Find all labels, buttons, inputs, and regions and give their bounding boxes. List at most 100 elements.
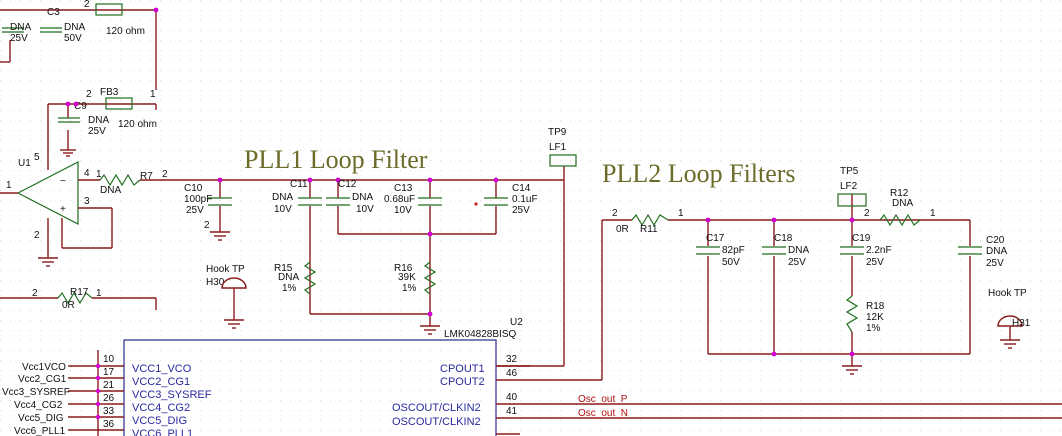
tp9-ref: TP9 (548, 127, 567, 138)
r11-pin1: 1 (678, 208, 684, 219)
c10-value: 100pF (184, 194, 212, 205)
r7-ref: R7 (140, 171, 153, 182)
u2-left-num: 21 (103, 380, 115, 391)
fb1-value: 120 ohm (106, 26, 145, 37)
r17-value: 0R (62, 300, 75, 311)
c14-volt: 25V (512, 205, 530, 216)
c14-marker (474, 202, 478, 206)
u2-left-net: Vcc6_PLL1 (14, 426, 66, 436)
r11-ref: R11 (640, 224, 658, 235)
u2-left-num: 36 (103, 419, 115, 430)
c9-v1: DNA (88, 115, 109, 126)
fb3-body (105, 97, 133, 110)
r18-value: 12K (866, 312, 884, 323)
u2-right-num: 40 (506, 392, 518, 403)
u1-pin2: 2 (34, 230, 40, 241)
h31-ref: H31 (1012, 318, 1031, 329)
c3-capacitor (2, 27, 62, 33)
junction-c19 (849, 217, 855, 223)
u2-right-num: 46 (506, 368, 518, 379)
r16-ground (420, 325, 440, 335)
r12-value: DNA (892, 198, 913, 209)
u2-left-pin-row: Vcc6_PLL1 36 VCC6_PLL1 (14, 419, 193, 436)
junction-c11 (307, 177, 313, 183)
tp9-label: LF1 (549, 142, 567, 153)
c18-volt: 25V (788, 257, 806, 268)
junction-u2-b (95, 375, 101, 381)
r18-body (845, 295, 859, 333)
u2-right-name: CPOUT2 (440, 376, 485, 388)
u2-right-pin-row: OSCOUT/CLKIN2 40 Osc_out_P (392, 392, 1062, 414)
r16-value: 39K (398, 272, 416, 283)
r12-pin2: 2 (864, 208, 870, 219)
junction-gnd (427, 311, 433, 317)
r17-body (57, 291, 93, 305)
fb3-pin2: 2 (86, 89, 92, 100)
r15-ref: R15 (274, 263, 293, 274)
u2-left-pins: Vcc1VCO 10 VCC1_VCO Vcc2_CG1 17 VCC2_CG1… (2, 350, 212, 436)
c13-volt: 10V (394, 205, 412, 216)
junction-u2-a (95, 363, 101, 369)
h30-ref: H30 (206, 277, 225, 288)
c19-ref: C19 (852, 233, 871, 244)
u2-left-name: VCC2_CG1 (132, 376, 190, 388)
fb3-value: 120 ohm (118, 119, 157, 130)
r11-value: 0R (616, 224, 629, 235)
junction-c12 (335, 177, 341, 183)
r15-tol: 1% (282, 283, 297, 294)
tp5-ref: TP5 (840, 166, 859, 177)
r7-value: DNA (100, 185, 121, 196)
u2-left-name: VCC5_DIG (132, 415, 187, 427)
c13-ref: C13 (394, 183, 413, 194)
r12-ref: R12 (890, 188, 909, 199)
r16-ref: R16 (394, 263, 413, 274)
pll2-heading: PLL2 Loop Filters (602, 159, 796, 188)
junction-c18 (771, 217, 777, 223)
u1-pin1: 1 (6, 180, 12, 191)
c3-v2: 25V (10, 33, 28, 44)
u2-body (123, 339, 497, 436)
u2-left-net: Vcc5_DIG (18, 413, 64, 424)
u2-right-name: OSCOUT/CLKIN2 (392, 416, 481, 428)
c3-v3: DNA (64, 22, 85, 33)
h31-hook (997, 315, 1023, 327)
c12-value: DNA (352, 192, 373, 203)
u2-left-pin-row: Vcc2_CG1 17 VCC2_CG1 (18, 367, 190, 388)
r18-ground (842, 365, 862, 375)
junction-u2-d (95, 401, 101, 407)
junction-c13 (427, 177, 433, 183)
u2-right-name: CPOUT1 (440, 363, 485, 375)
u2-part: LMK04828BISQ (444, 329, 516, 340)
u2-left-net: Vcc3_SYSREF (2, 387, 70, 398)
junction-top (153, 7, 159, 13)
u2-right-num: 32 (506, 354, 518, 365)
junction-r16 (427, 231, 433, 237)
junction-u2-e (95, 414, 101, 420)
u2-left-num: 17 (103, 367, 115, 378)
u2-left-name: VCC1_VCO (132, 363, 192, 375)
r17-ref: R17 (70, 287, 89, 298)
r7-pin2: 2 (162, 169, 168, 180)
c18-value: DNA (788, 245, 809, 256)
u2-right-name: OSCOUT/CLKIN2 (392, 402, 481, 414)
c19-value: 2.2nF (866, 245, 892, 256)
junction-bot-c18 (771, 351, 777, 357)
c11-ref: C11 (290, 179, 308, 190)
u1-pin4: 4 (84, 168, 90, 179)
u1-opamp (0, 160, 113, 258)
r7-body (99, 173, 141, 187)
r7-pin1: 1 (96, 169, 102, 180)
c13-value: 0.68uF (384, 194, 415, 205)
r11-body (631, 213, 669, 227)
c9-v2: 25V (88, 126, 106, 137)
u1-pin3: 3 (84, 196, 90, 207)
r18-ref: R18 (866, 301, 885, 312)
r17-pin1: 1 (96, 288, 102, 299)
pll2-capacitor-plates (696, 246, 982, 255)
junction-bot-r18 (849, 351, 855, 357)
u2-left-net: Vcc1VCO (22, 362, 66, 373)
r12-body (879, 213, 921, 227)
r12-pin1: 1 (930, 208, 936, 219)
c10-gnd-pin: 2 (204, 220, 210, 231)
